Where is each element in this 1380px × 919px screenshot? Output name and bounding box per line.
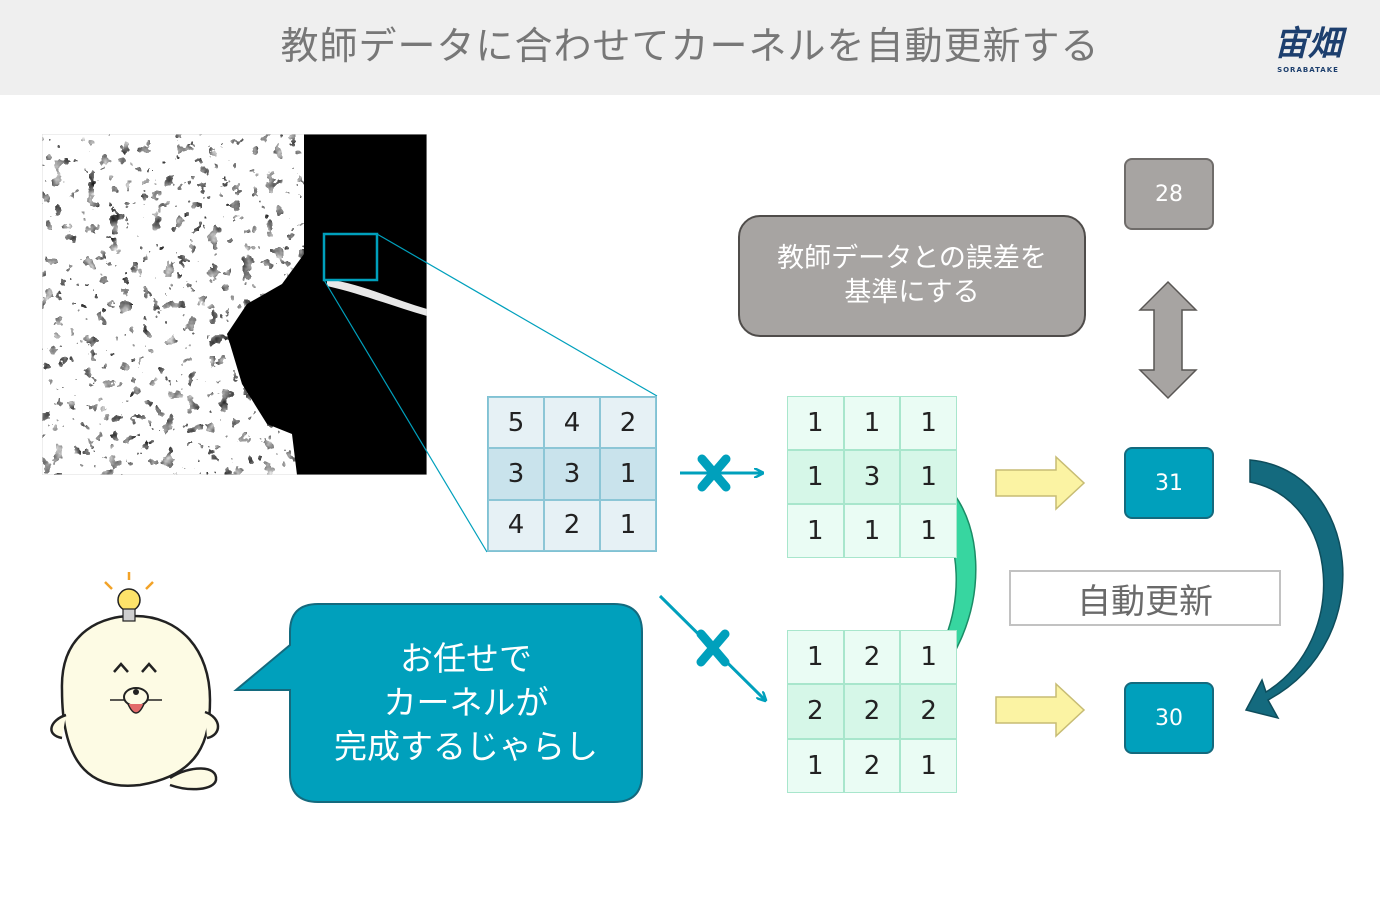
note-line-2: 基準にする xyxy=(844,277,980,308)
yellow-arrow-bottom xyxy=(995,682,1086,738)
satellite-texture xyxy=(41,133,428,476)
zoom-line-bottom xyxy=(323,279,488,553)
kernel-cell: 1 xyxy=(787,396,844,450)
input-cell: 2 xyxy=(544,499,600,551)
result-value-top: 31 xyxy=(1124,447,1214,519)
multiply-icon-bottom xyxy=(696,629,730,667)
kernel-grid-updated: 1 2 1 2 2 2 1 2 1 xyxy=(787,630,957,793)
kernel-cell: 1 xyxy=(843,504,901,558)
input-cell: 3 xyxy=(488,448,544,500)
speech-bubble xyxy=(233,603,643,803)
satellite-image xyxy=(41,133,428,476)
selection-square xyxy=(322,232,379,282)
input-cell: 2 xyxy=(600,397,656,449)
kernel-cell: 2 xyxy=(843,738,901,793)
sorabatake-logo: 宙畑 SORABATAKE xyxy=(1258,20,1358,82)
header-bar xyxy=(0,0,1380,95)
kernel-cell: 1 xyxy=(787,504,844,558)
kernel-cell: 2 xyxy=(787,684,844,739)
kernel-cell: 1 xyxy=(787,450,844,504)
result-value-bottom: 30 xyxy=(1124,682,1214,754)
kernel-cell: 1 xyxy=(900,630,957,685)
auto-update-label: 自動更新 xyxy=(1009,570,1281,626)
speech-bubble-text: お任せで カーネルが 完成するじゃらし xyxy=(290,604,642,802)
speech-line-3: 完成するじゃらし xyxy=(334,727,598,766)
speech-line-2: カーネルが xyxy=(383,683,549,722)
kernel-cell: 1 xyxy=(900,504,957,558)
input-cell: 1 xyxy=(600,448,656,500)
kernel-cell: 1 xyxy=(900,738,957,793)
page-title: 教師データに合わせてカーネルを自動更新する xyxy=(280,24,1100,68)
yellow-arrow-top xyxy=(995,455,1086,511)
kernel-cell: 1 xyxy=(900,396,957,450)
lightbulb-icon xyxy=(104,572,154,622)
input-cell: 4 xyxy=(544,397,600,449)
compare-double-arrow xyxy=(1138,280,1198,400)
input-cell: 5 xyxy=(488,397,544,449)
input-cell: 4 xyxy=(488,499,544,551)
logo-text: 宙畑 xyxy=(1274,24,1342,64)
kernel-cell: 2 xyxy=(900,684,957,739)
input-cell: 1 xyxy=(600,499,656,551)
kernel-cell: 3 xyxy=(843,450,901,504)
kernel-cell: 2 xyxy=(843,630,901,685)
teal-curved-arrow xyxy=(1244,459,1344,720)
target-value-box: 28 xyxy=(1124,158,1214,230)
kernel-cell: 1 xyxy=(900,450,957,504)
error-criterion-note: 教師データとの誤差を 基準にする xyxy=(738,215,1086,337)
kernel-cell: 2 xyxy=(843,684,901,739)
zoom-line-top xyxy=(376,233,658,397)
logo-subtext: SORABATAKE xyxy=(1277,66,1339,74)
kernel-grid-initial: 1 1 1 1 3 1 1 1 1 xyxy=(787,396,957,558)
seal-character xyxy=(50,614,220,791)
input-patch-grid: 5 4 2 3 3 1 4 2 1 xyxy=(487,396,657,552)
kernel-cell: 1 xyxy=(843,396,901,450)
multiply-icon-top xyxy=(697,454,731,492)
note-line-1: 教師データとの誤差を xyxy=(777,243,1047,274)
speech-line-1: お任せで xyxy=(400,639,532,678)
kernel-cell: 1 xyxy=(787,738,844,793)
input-cell: 3 xyxy=(544,448,600,500)
kernel-cell: 1 xyxy=(787,630,844,685)
